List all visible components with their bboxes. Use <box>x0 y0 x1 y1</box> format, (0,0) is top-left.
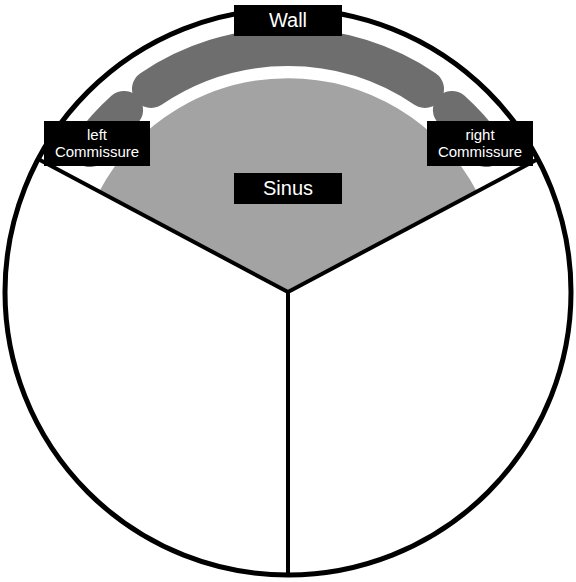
label-text: Wall <box>248 9 328 32</box>
valve-annulus <box>5 9 571 575</box>
label-box: Wall <box>234 5 342 36</box>
label-box: right Commissure <box>427 121 533 166</box>
cusp-boundary <box>286 292 290 575</box>
label-box: Sinus <box>234 173 342 204</box>
wall-band <box>151 47 425 89</box>
label-text: left Commissure <box>51 126 143 161</box>
sinus-region <box>98 77 478 292</box>
valve-ground <box>5 9 571 575</box>
label-box: left Commissure <box>44 121 150 166</box>
label-text: right Commissure <box>434 126 526 161</box>
label-text: Sinus <box>248 177 328 200</box>
